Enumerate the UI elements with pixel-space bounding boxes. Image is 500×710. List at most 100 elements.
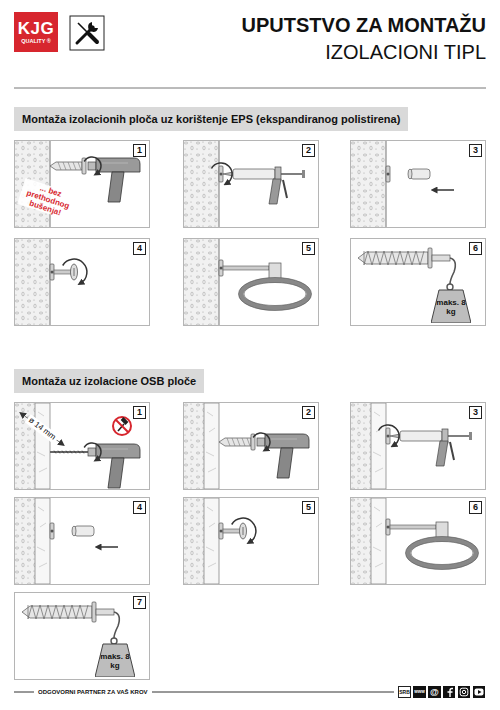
eps-step-clamp-part	[241, 280, 309, 308]
eps-step-drill-part	[50, 162, 82, 170]
eps-step-load-part	[447, 284, 453, 290]
footer-slogan: ODGOVORNI PARTNER ZA VAŠ KROV	[34, 688, 152, 696]
osb-step-screw	[184, 498, 256, 584]
step-panel: 3	[350, 140, 486, 228]
step-panel: 6maks. 8 kg	[350, 238, 486, 326]
node-text: SRB	[399, 687, 410, 697]
eps-step-drill-part	[58, 162, 61, 170]
osb-step-drill-part	[204, 403, 219, 489]
osb-step-drill-part	[206, 412, 216, 472]
eps-step-gun	[184, 141, 305, 227]
step-panel: 4	[14, 497, 150, 585]
eps-step-drill-part	[78, 162, 81, 170]
eps-step-screw	[15, 239, 87, 325]
eps-step-screw-part	[50, 239, 51, 325]
osb-step-hole-part	[74, 451, 76, 454]
osb-step-load-part	[111, 638, 117, 644]
step-number: 3	[469, 406, 482, 419]
icon-glyph	[462, 690, 465, 693]
osb-step-gun-part	[436, 441, 448, 466]
eps-step-screw-part	[50, 264, 54, 280]
eps-step-plug-part	[408, 169, 412, 179]
eps-step-gun-part	[220, 173, 223, 176]
eps-step-clamp-part	[244, 283, 306, 306]
subtitle: IZOLACIONI TIPL	[325, 40, 486, 64]
icon-glyph	[460, 688, 468, 696]
node-text: QUALITY ®	[21, 38, 51, 45]
node-text: KJG	[18, 19, 54, 38]
step-panel: 2	[183, 402, 319, 490]
eps-step-drill-part	[102, 163, 128, 164]
eps-step-screw-part	[54, 270, 72, 274]
eps-step-gun-part	[212, 163, 233, 184]
osb-step-hole-part	[84, 443, 101, 460]
step-panel: 6	[350, 497, 486, 585]
osb-step-load-part	[114, 612, 119, 638]
osb-step-clamp-part	[406, 537, 479, 570]
osb-step-hole-part	[58, 451, 60, 454]
osb-step-hole	[15, 403, 140, 489]
step-panel: 1	[14, 402, 150, 490]
main-title: UPUTSTVO ZA MONTAŽU	[242, 13, 486, 37]
node-text: maks. 8 kg	[95, 639, 135, 670]
osb-step-screw-part	[243, 527, 244, 535]
eps-step-clamp-part	[184, 239, 219, 325]
web-badge: www	[413, 686, 426, 698]
osb-step-clamp-part	[371, 498, 386, 584]
osb-step-gun-part	[450, 442, 454, 460]
eps-step-load-part	[364, 251, 424, 265]
eps-step-screw-part	[71, 264, 78, 280]
osb-step-hole-part	[121, 417, 129, 425]
eps-step-load-part	[432, 255, 450, 261]
eps-step-screw-part	[74, 268, 75, 276]
step-panel: 2	[183, 140, 319, 228]
step-number: 2	[302, 406, 315, 419]
osb-step-plug-part	[74, 526, 94, 536]
step-panel: 7maks. 8 kg	[14, 592, 150, 680]
wrench-head	[88, 22, 98, 32]
step-panel: 1	[14, 140, 150, 228]
instagram-icon	[458, 686, 470, 698]
osb-step-hole-part	[35, 403, 50, 489]
osb-step-plug-part	[37, 507, 47, 567]
osb-step-screw-part	[184, 498, 204, 584]
eps-step-drill	[15, 141, 140, 227]
osb-step-load-part	[28, 605, 88, 619]
icon-box	[443, 686, 455, 698]
osb-step-gun-part	[371, 403, 386, 489]
osb-step-clamp-part	[411, 542, 473, 565]
step-number: 6	[469, 501, 482, 514]
osb-step-screw-part	[206, 507, 216, 567]
osb-step-load-part	[92, 602, 96, 622]
step-number: 1	[133, 406, 146, 419]
osb-step-hole-part	[54, 451, 56, 454]
osb-step-hole-part	[66, 451, 68, 454]
osb-step-hole-part	[70, 451, 72, 454]
eps-step-plug-part	[351, 141, 386, 227]
osb-step-hole-part	[96, 444, 140, 458]
eps-step-plug-part	[434, 189, 454, 191]
eps-step-gun-part	[283, 180, 287, 198]
osb-step-screw-part	[204, 498, 219, 584]
eps-step-gun-part	[281, 173, 303, 175]
eps-step-load-part	[450, 258, 455, 284]
eps-step-plug-part	[386, 166, 390, 182]
osb-step-drill-part	[184, 403, 204, 489]
osb-step-clamp-part	[387, 526, 390, 529]
osb-step-drill-part	[271, 439, 297, 440]
eps-step-drill-part	[63, 162, 66, 170]
node-text: @	[428, 686, 441, 698]
osb-step-drill-part	[232, 438, 235, 446]
osb-step-plug-part	[15, 498, 35, 584]
osb-step-plug-part	[72, 526, 76, 536]
eps-step-drill-part	[84, 157, 101, 174]
icon-glyph	[475, 689, 484, 696]
eps-step-drill-part	[108, 172, 124, 202]
osb-step-screw-part	[219, 523, 223, 539]
osb-step-hole-part	[82, 451, 84, 454]
osb-step-gun-part	[400, 431, 442, 441]
eps-step-gun-part	[219, 141, 220, 227]
osb-step-hole-part	[22, 414, 62, 444]
osb-step-gun-part	[386, 428, 390, 444]
section-title: Montaža uz izolacione OSB ploče	[22, 374, 196, 388]
